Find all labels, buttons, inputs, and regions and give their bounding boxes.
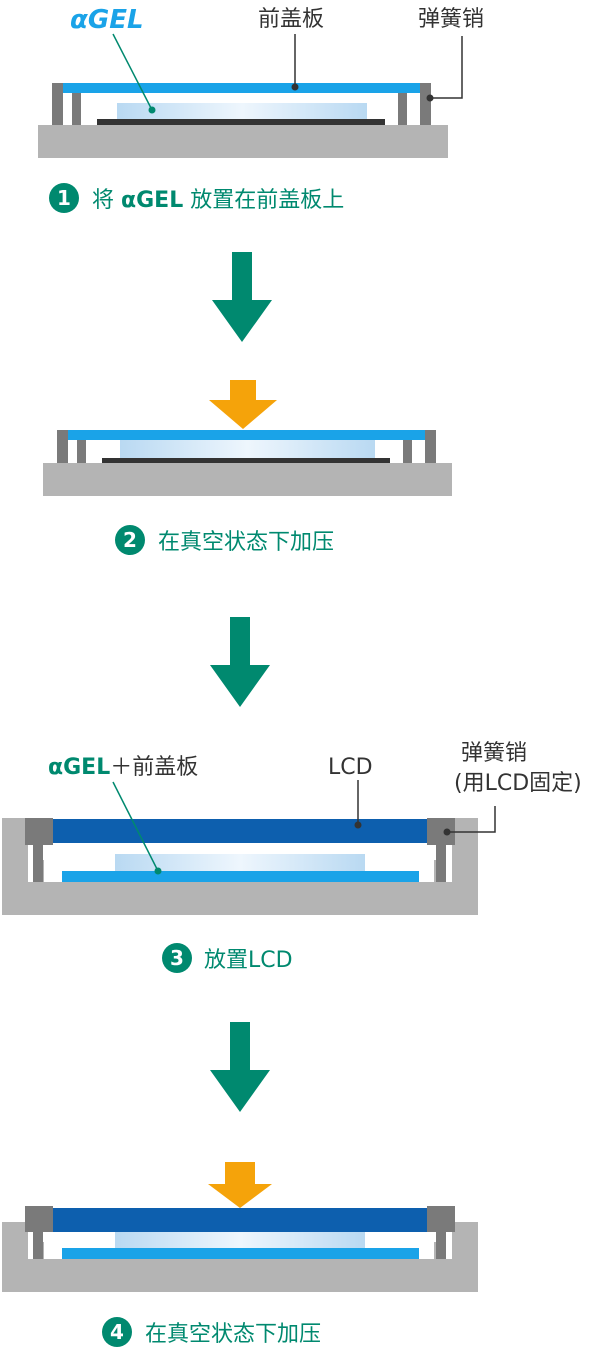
black-plate: [97, 119, 385, 125]
agel-logo: αGEL: [70, 5, 144, 35]
black-plate: [102, 458, 390, 463]
spring-pin-left: [57, 430, 68, 463]
spring-pin-right-inner: [398, 93, 407, 125]
pin-leader: [430, 36, 463, 99]
base-plate: [43, 463, 452, 496]
agel-leader-dot: [154, 867, 162, 875]
agel-cover-label: αGEL＋前盖板: [48, 755, 198, 780]
step4-num: 4: [110, 1320, 124, 1344]
step1-num: 1: [57, 186, 71, 210]
spring-pin-right: [425, 430, 436, 463]
agel-leader: [112, 33, 153, 111]
lcd-label: LCD: [328, 755, 373, 780]
front-cover: [62, 871, 419, 882]
next-arrow-2: [210, 617, 270, 707]
agel-pad: [117, 103, 367, 119]
cover-leader-dot: [291, 83, 299, 91]
lcd-panel: [53, 1208, 427, 1232]
spring-pin-label: 弹簧销: [461, 741, 527, 766]
step1-text: 将 αGEL 放置在前盖板上: [92, 188, 344, 213]
step1-badge: [49, 183, 79, 213]
step3-badge: [162, 943, 192, 973]
spring-pin-right-head: [427, 1206, 455, 1232]
step3-text: 放置LCD: [204, 948, 293, 973]
spring-pin-left-inner: [72, 93, 81, 125]
step3-num: 3: [170, 946, 184, 970]
spring-pin-right-shaft: [436, 845, 446, 882]
front-cover: [68, 430, 425, 440]
spring-pin-left-head: [25, 818, 53, 845]
front-cover: [62, 1248, 419, 1259]
spring-pin-left-head: [25, 1206, 53, 1232]
step1-illustration: αGEL 前盖板 弹簧销: [38, 5, 484, 158]
front-cover-label: 前盖板: [258, 7, 324, 32]
step2-caption: 2 在真空状态下加压: [115, 525, 334, 555]
agel-pad: [120, 440, 375, 458]
spring-pin-left-shaft: [33, 845, 43, 882]
press-arrow: [208, 1162, 272, 1208]
spring-pin-right-shaft: [436, 1232, 446, 1259]
spring-pin-label: 弹簧销: [418, 7, 484, 32]
press-arrow: [209, 380, 277, 429]
spring-pin-right: [420, 83, 431, 125]
step3-illustration: αGEL＋前盖板 LCD 弹簧销 (用LCD固定): [2, 741, 582, 915]
lcd-leader-dot: [354, 821, 362, 829]
tray: [2, 1222, 478, 1292]
pin-leader: [447, 806, 496, 833]
lcd-panel: [53, 819, 427, 843]
pin-leader-dot: [443, 828, 451, 836]
pin-leader-dot: [426, 94, 434, 102]
step2-text: 在真空状态下加压: [158, 530, 334, 555]
step2-illustration: [43, 380, 452, 496]
next-arrow-1: [212, 252, 272, 342]
step3-caption: 3 放置LCD: [162, 943, 293, 973]
base-plate: [38, 125, 448, 158]
step4-text: 在真空状态下加压: [145, 1322, 321, 1347]
agel-pad: [115, 854, 365, 871]
spring-pin-left: [52, 83, 63, 125]
front-cover: [63, 83, 420, 93]
spring-pin-right-inner: [403, 440, 412, 463]
step4-caption: 4 在真空状态下加压: [102, 1317, 321, 1347]
spring-pin-left-shaft: [33, 1232, 43, 1259]
agel-pad: [115, 1232, 365, 1248]
agel-leader: [112, 781, 159, 872]
step4-badge: [102, 1317, 132, 1347]
step4-illustration: [2, 1162, 478, 1292]
agel-leader-dot: [148, 106, 156, 114]
step2-num: 2: [123, 528, 137, 552]
spring-pin-left-inner: [77, 440, 86, 463]
step1-caption: 1 将 αGEL 放置在前盖板上: [49, 183, 344, 213]
spring-pin-note: (用LCD固定): [454, 771, 582, 796]
next-arrow-3: [210, 1022, 270, 1112]
tray: [2, 818, 478, 915]
step2-badge: [115, 525, 145, 555]
